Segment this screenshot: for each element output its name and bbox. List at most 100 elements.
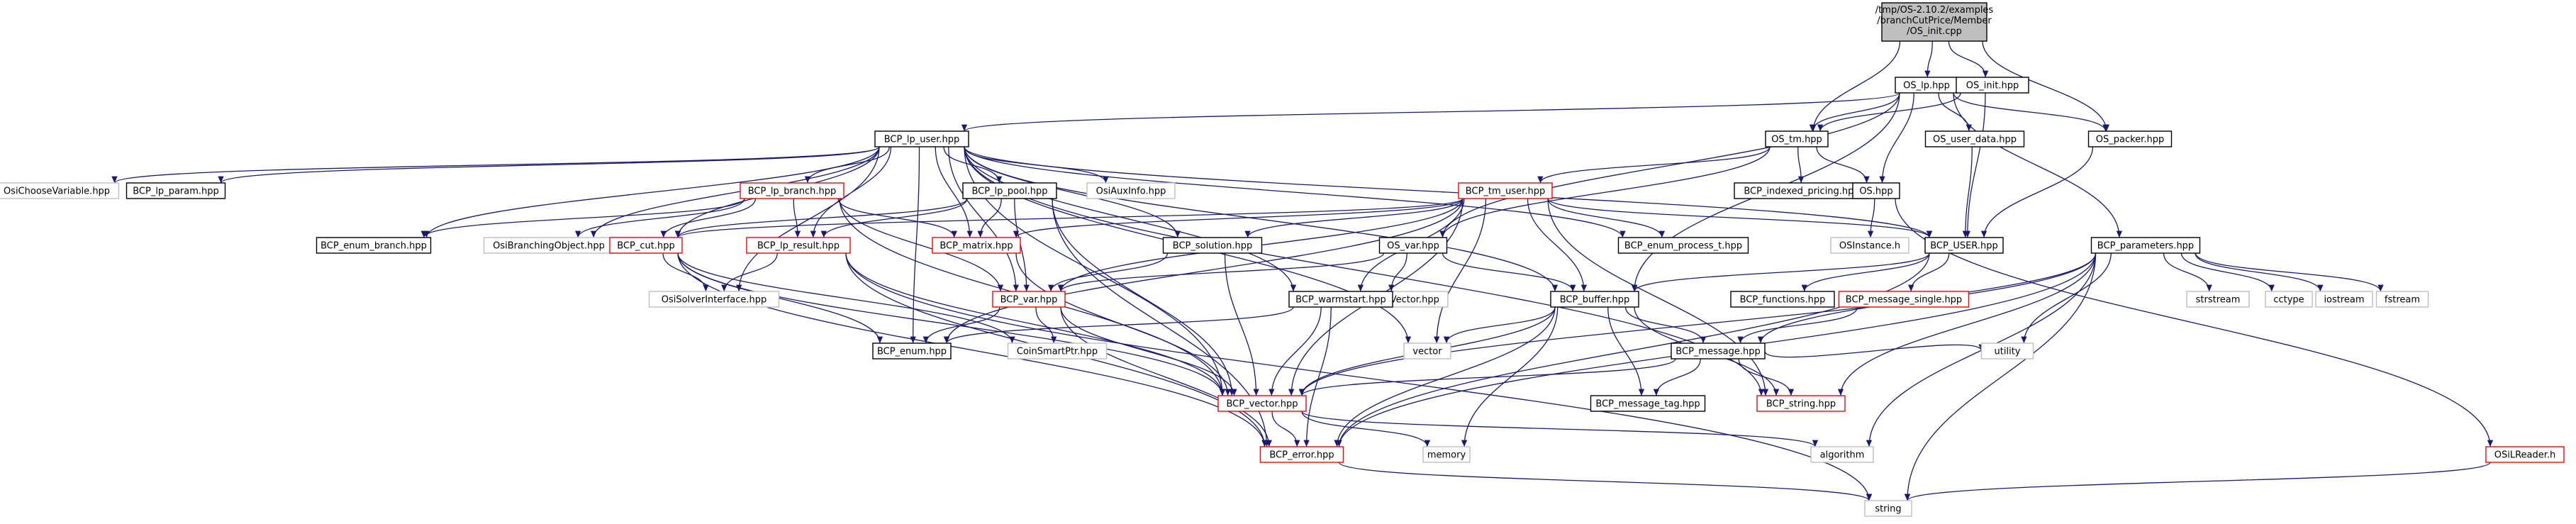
edge-bcp-parameters-to-iostream: [2195, 252, 2324, 292]
node-label: BCP_warmstart.hpp: [1295, 295, 1386, 306]
node-box: [1864, 500, 1912, 517]
node-os-var[interactable]: OS_var.hpp: [1378, 237, 1448, 254]
edges-layer: [111, 40, 2494, 501]
node-bcp-user[interactable]: BCP_USER.hpp: [1924, 237, 2004, 254]
edge-bcp-tm-user-to-bcp-matrix: [1013, 198, 1463, 238]
root-label-line-3: /OS_init.cpp: [1907, 26, 1962, 37]
edge-os-lp-to-os-tm: [1809, 92, 1900, 132]
node-bcp-lp-result[interactable]: BCP_lp_result.hpp: [746, 237, 851, 254]
node-bcp-functions[interactable]: BCP_functions.hpp: [1730, 291, 1835, 308]
edge-root-to-os-lp: [1924, 40, 1933, 78]
node-memory[interactable]: memory: [1422, 446, 1471, 463]
node-osi-choose[interactable]: OsiChooseVariable.hpp: [0, 182, 120, 199]
node-box: [1617, 237, 1749, 254]
node-bcp-solution[interactable]: BCP_solution.hpp: [1162, 237, 1263, 254]
node-bcp-vector[interactable]: BCP_vector.hpp: [1217, 395, 1307, 412]
node-bcp-error[interactable]: BCP_error.hpp: [1259, 446, 1344, 463]
node-bcp-cut[interactable]: BCP_cut.hpp: [609, 237, 683, 254]
node-box: [2186, 291, 2250, 308]
node-label: BCP_enum.hpp: [877, 347, 947, 357]
edge-bcp-tm-user-to-bcp-solution: [1244, 198, 1463, 238]
node-osil-reader[interactable]: OSiLReader.h: [2485, 446, 2565, 463]
node-bcp-var[interactable]: BCP_var.hpp: [992, 291, 1066, 308]
node-bcp-message[interactable]: BCP_message.hpp: [1671, 342, 1766, 359]
node-bcp-enum-branch[interactable]: BCP_enum_branch.hpp: [316, 237, 432, 254]
edge-os-hpp-to-osinstance: [1867, 198, 1875, 238]
node-os-init-h[interactable]: OS_init.hpp: [1956, 77, 2029, 94]
node-strstream[interactable]: strstream: [2186, 291, 2250, 308]
node-osi-solver[interactable]: OsiSolverInterface.hpp: [648, 291, 780, 308]
edge-bcp-message-to-bcp-string: [1738, 358, 1795, 396]
node-vector[interactable]: vector: [1403, 342, 1451, 359]
node-box: [126, 182, 226, 199]
node-osinstance[interactable]: OSInstance.h: [1830, 237, 1909, 254]
node-box: [1458, 182, 1553, 199]
node-os-lp[interactable]: OS_lp.hpp: [1895, 77, 1958, 94]
edge-bcp-lp-user-to-bcp-lp-param: [218, 146, 880, 184]
node-bcp-msg-single[interactable]: BCP_message_single.hpp: [1838, 291, 1970, 308]
node-label: OS_packer.hpp: [2096, 135, 2164, 145]
edge-bcp-user-to-bcp-buffer: [1631, 252, 1930, 292]
node-bcp-enum-process[interactable]: BCP_enum_process_t.hpp: [1617, 237, 1749, 254]
node-cctype[interactable]: cctype: [2265, 291, 2313, 308]
edge-bcp-lp-pool-to-bcp-vector: [1052, 198, 1235, 396]
node-os-packer[interactable]: OS_packer.hpp: [2087, 130, 2173, 147]
edge-bcp-user-to-bcp-functions: [1801, 252, 1930, 292]
node-box: [2265, 291, 2313, 308]
node-utility[interactable]: utility: [1980, 342, 2034, 359]
node-bcp-lp-user[interactable]: BCP_lp_user.hpp: [874, 130, 969, 147]
node-box: [648, 291, 780, 308]
node-algorithm[interactable]: algorithm: [1810, 446, 1874, 463]
edge-bcp-tm-user-to-bcp-user: [1547, 198, 1932, 238]
edge-bcp-cut-to-osi-solver: [662, 252, 709, 292]
node-bcp-indexed[interactable]: BCP_indexed_pricing.hpp: [1734, 182, 1870, 199]
node-label: BCP_var.hpp: [1000, 295, 1058, 306]
edge-os-lp-to-os-var: [1439, 92, 1900, 238]
edge-bcp-error-to-string: [1338, 462, 1872, 501]
edge-bcp-msg-single-to-bcp-message: [1737, 306, 1858, 344]
node-label: BCP_functions.hpp: [1740, 295, 1826, 306]
edge-bcp-tm-user-to-bcp-enum-process: [1547, 198, 1665, 238]
node-string[interactable]: string: [1864, 500, 1912, 517]
node-label: OsiChooseVariable.hpp: [4, 186, 110, 197]
root-node-os-init-cpp[interactable]: /tmp/OS-2.10.2/examples /branchCutPrice/…: [1875, 2, 1994, 42]
edge-bcp-lp-user-to-bcp-lp-branch: [804, 146, 890, 184]
node-box: [2315, 291, 2373, 308]
node-os-hpp[interactable]: OS.hpp: [1852, 182, 1900, 199]
node-label: utility: [1995, 347, 2021, 357]
edge-bcp-var-to-coin-smart: [1035, 306, 1057, 344]
node-os-user-data[interactable]: OS_user_data.hpp: [1924, 130, 2025, 147]
node-bcp-lp-param[interactable]: BCP_lp_param.hpp: [126, 182, 226, 199]
edge-bcp-message-to-bcp-msg-tag: [1653, 358, 1701, 396]
node-bcp-matrix[interactable]: BCP_matrix.hpp: [932, 237, 1021, 254]
node-box: [2375, 291, 2429, 308]
node-bcp-parameters[interactable]: BCP_parameters.hpp: [2090, 237, 2201, 254]
edge-bcp-parameters-to-bcp-string: [1837, 252, 2097, 396]
node-bcp-enum[interactable]: BCP_enum.hpp: [872, 342, 952, 359]
node-bcp-string[interactable]: BCP_string.hpp: [1756, 395, 1846, 412]
node-osi-aux[interactable]: OsiAuxInfo.hpp: [1086, 182, 1176, 199]
edge-bcp-lp-branch-to-bcp-var: [839, 198, 1004, 292]
node-box: [2090, 237, 2201, 254]
node-bcp-lp-pool[interactable]: BCP_lp_pool.hpp: [962, 182, 1057, 199]
node-bcp-msg-tag[interactable]: BCP_message_tag.hpp: [1590, 395, 1706, 412]
node-box: [740, 182, 844, 199]
node-coin-smart[interactable]: CoinSmartPtr.hpp: [1007, 342, 1108, 359]
node-os-tm[interactable]: OS_tm.hpp: [1765, 130, 1829, 147]
node-bcp-lp-branch[interactable]: BCP_lp_branch.hpp: [740, 182, 844, 199]
node-label: vector: [1412, 347, 1442, 357]
node-label: BCP_lp_result.hpp: [757, 241, 840, 252]
edge-bcp-lp-user-to-bcp-warmstart: [964, 146, 1297, 292]
node-box: [1086, 182, 1176, 199]
node-bcp-buffer[interactable]: BCP_buffer.hpp: [1550, 291, 1639, 308]
node-fstream[interactable]: fstream: [2375, 291, 2429, 308]
node-bcp-warmstart[interactable]: BCP_warmstart.hpp: [1288, 291, 1393, 308]
node-bcp-tm-user[interactable]: BCP_tm_user.hpp: [1458, 182, 1553, 199]
edge-bcp-tm-user-to-vector: [1434, 198, 1487, 344]
node-iostream[interactable]: iostream: [2315, 291, 2373, 308]
node-box: [2087, 130, 2173, 147]
node-box: [2485, 446, 2565, 463]
node-label: BCP_enum_process_t.hpp: [1624, 241, 1742, 252]
node-osi-branching[interactable]: OsiBranchingObject.hpp: [483, 237, 615, 254]
